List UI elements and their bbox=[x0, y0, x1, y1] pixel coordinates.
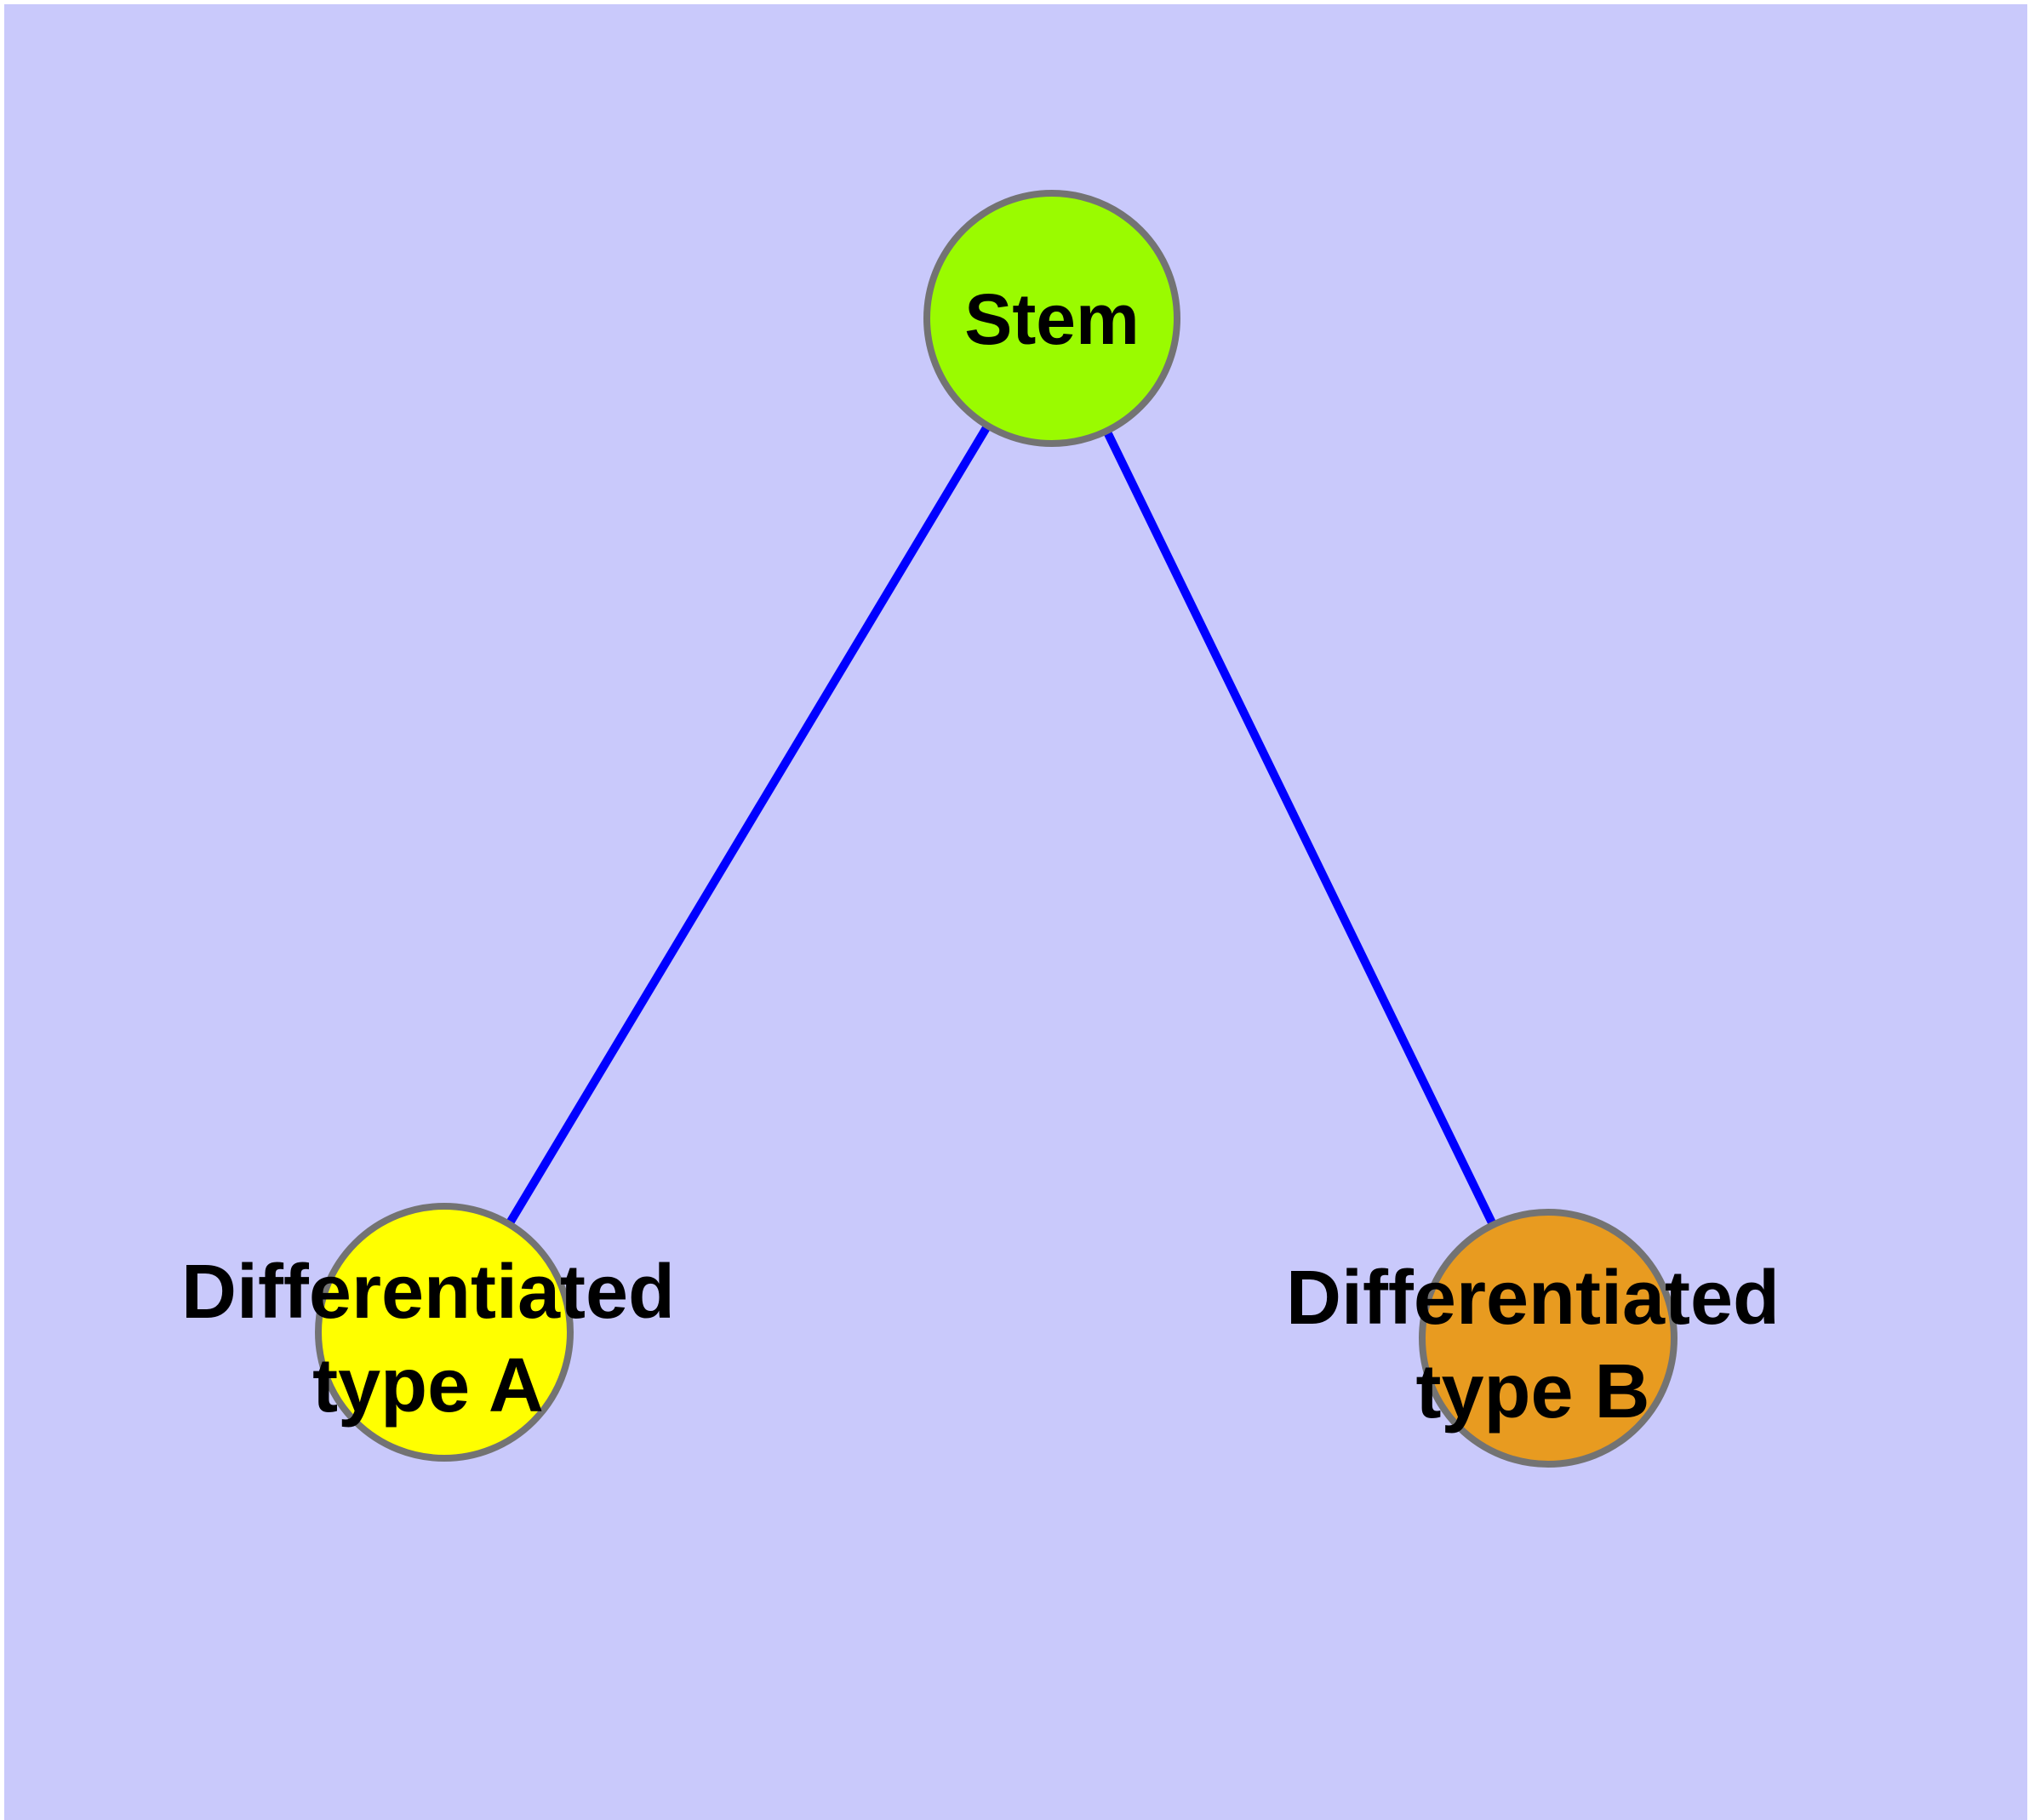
node-type-a-circle bbox=[315, 1203, 574, 1462]
node-type-a-label-line2: type A bbox=[312, 1343, 544, 1428]
node-stem-circle bbox=[923, 190, 1180, 447]
node-type-b-circle bbox=[1419, 1209, 1677, 1468]
node-type-b-label-line2: type B bbox=[1415, 1349, 1649, 1434]
edge-stem-to-type-b bbox=[1048, 316, 1552, 1341]
edge-stem-to-type-a bbox=[440, 316, 1056, 1335]
node-stem-label: Stem bbox=[964, 279, 1139, 359]
node-type-b-label-line1: Differentiated bbox=[1286, 1256, 1780, 1341]
node-type-a-label-line1: Differentiated bbox=[181, 1250, 675, 1335]
